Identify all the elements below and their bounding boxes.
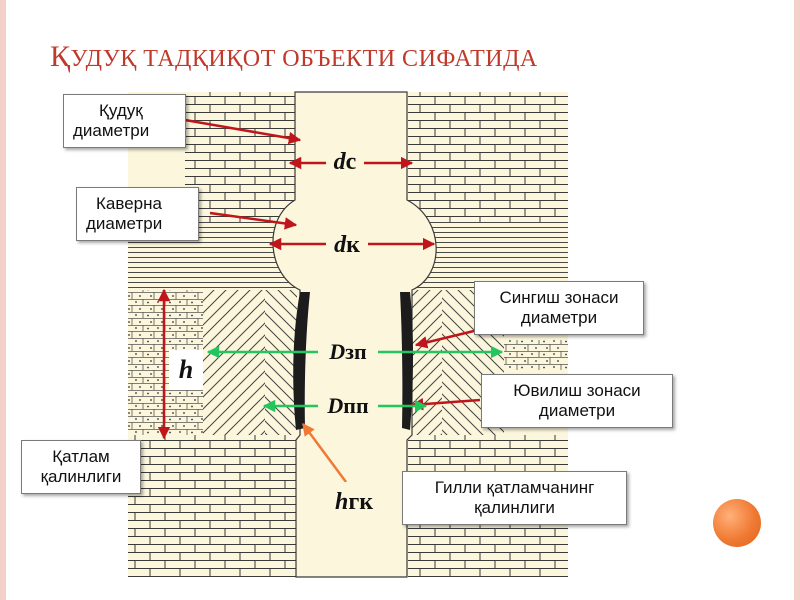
well-diameter-pointer-arrow xyxy=(184,118,302,145)
label-infiltration-zone-diameter: Сингиш зонаси диаметри xyxy=(474,281,644,335)
label-layer-thickness: Қатлам қалинлиги xyxy=(21,440,141,494)
symbol-dzp: Dзп xyxy=(318,336,378,368)
label-cavern-diameter: Каверна диаметри xyxy=(76,187,199,241)
symbol-dk: dк xyxy=(326,226,368,264)
borehole xyxy=(272,91,437,578)
flushed-zone-right xyxy=(412,290,442,435)
flushed-zone-left xyxy=(265,290,297,435)
lower-brick-layer-left xyxy=(128,435,296,577)
label-well-diameter: Қудуқ диаметри xyxy=(63,94,186,148)
page-title: ҚУДУҚ ТАДҚИҚОТ ОБЪЕКТИ СИФАТИДА xyxy=(50,40,538,73)
symbol-hgk: hгк xyxy=(322,482,386,522)
mud-cake-right xyxy=(400,292,413,430)
upper-brick-layer-right xyxy=(408,92,568,222)
infiltration-zone-left xyxy=(203,290,265,435)
label-flushing-zone-diameter: Ювилиш зонаси диаметри xyxy=(481,374,673,428)
hgk-pointer-arrow xyxy=(301,422,348,483)
upper-brick-layer-left xyxy=(185,92,295,222)
label-clay-layer-thickness: Гилли қатламчанинг қалинлиги xyxy=(402,471,627,525)
infiltration-zone-pointer-arrow xyxy=(414,328,479,349)
right-edge-bar xyxy=(794,0,800,600)
decorative-orange-circle xyxy=(713,499,761,547)
symbol-dpp: Dпп xyxy=(318,390,378,422)
left-edge-bar xyxy=(0,0,6,600)
cavern-diameter-pointer-arrow xyxy=(209,211,298,230)
mud-cake-left xyxy=(293,292,310,430)
reservoir-sand-right xyxy=(504,340,568,370)
symbol-dc: dс xyxy=(326,143,364,181)
symbol-h: h xyxy=(169,350,203,390)
